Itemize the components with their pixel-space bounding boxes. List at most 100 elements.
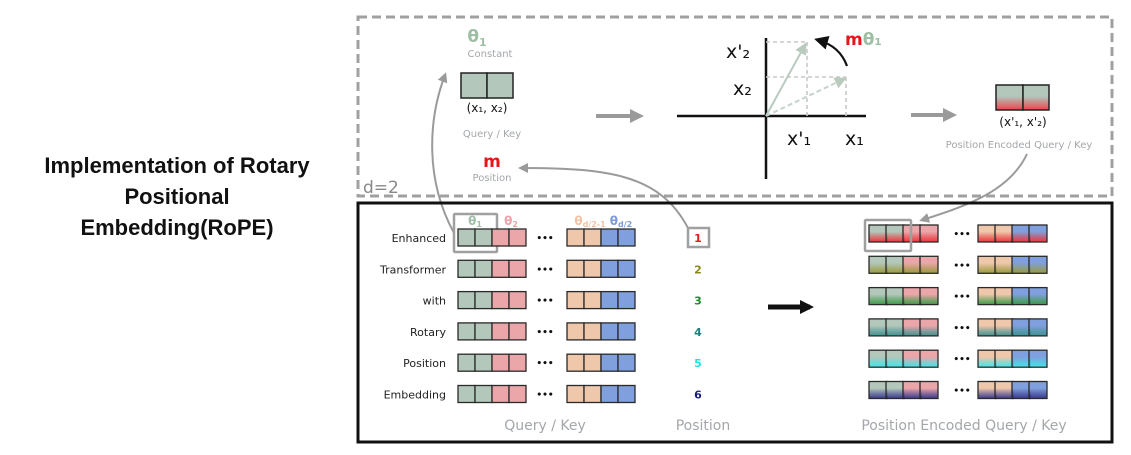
- encoded-cell: [994, 286, 1014, 306]
- position-number-5: 5: [694, 357, 702, 370]
- encoded-cell: [1028, 224, 1048, 243]
- encoded-cell: [902, 255, 922, 274]
- encoded-row: •••: [868, 349, 1048, 368]
- position-number-2: 2: [694, 263, 702, 276]
- embedding-cell: [508, 353, 527, 372]
- encoded-rows: ••••••••••••••••••: [868, 224, 1048, 400]
- m-symbol: m: [483, 152, 501, 172]
- encoded-cell: [977, 349, 997, 368]
- embedding-cell: [508, 322, 527, 341]
- embedding-cell: [491, 259, 510, 278]
- encoded-cell: [994, 255, 1014, 274]
- embedding-cell: [474, 290, 493, 310]
- encoded-cell: [977, 255, 997, 274]
- encoded-cell: [1011, 380, 1031, 400]
- encoded-cell: [885, 286, 905, 306]
- original-vector: [765, 77, 847, 117]
- embedding-cell: [491, 384, 510, 404]
- query-key-rows: Enhanced•••Transformer•••with•••Rotary••…: [379, 228, 636, 404]
- encoded-cell: [994, 224, 1014, 243]
- embedding-cell: [457, 353, 476, 372]
- output-pair-cells: [995, 84, 1050, 111]
- embedding-cell: [583, 353, 602, 372]
- encoded-cell: [1011, 286, 1031, 306]
- embedding-cell: [566, 353, 585, 372]
- encoded-cell: [1011, 255, 1031, 274]
- encoded-cell: [994, 380, 1014, 400]
- encoded-row: •••: [868, 380, 1048, 400]
- encoded-cell: [868, 224, 888, 243]
- token-word: Embedding: [384, 389, 446, 402]
- ellipsis: •••: [536, 391, 553, 401]
- output-pair-label: (x'₁, x'₂): [999, 115, 1046, 129]
- query-key-row: •••: [457, 322, 636, 341]
- encoded-cell: [1011, 224, 1031, 243]
- embedding-cell: [600, 322, 619, 341]
- query-key-row: •••: [457, 228, 636, 247]
- rotation-arrow: [814, 36, 849, 67]
- encoded-theta1-highlight-box: [863, 218, 913, 253]
- encoded-cell: [868, 318, 888, 337]
- encoded-cell: [885, 349, 905, 368]
- ellipsis: •••: [953, 230, 970, 240]
- embedding-cell: [600, 228, 619, 247]
- ellipsis: •••: [953, 261, 970, 271]
- theta-header-4: θd/2: [610, 214, 632, 229]
- encoded-cell: [1028, 380, 1048, 400]
- cell-x1-prime: [995, 84, 1024, 111]
- theta-header-1: θ1: [468, 214, 482, 229]
- ellipsis: •••: [536, 265, 553, 275]
- query-key-row: •••: [457, 384, 636, 404]
- encoded-cell: [994, 349, 1014, 368]
- position-1-highlight-box: [686, 226, 711, 249]
- encoded-row: •••: [868, 224, 1048, 243]
- token-word: Position: [403, 357, 446, 370]
- embedding-cell: [566, 384, 585, 404]
- embedding-cell: [457, 228, 476, 247]
- token-word: with: [423, 295, 446, 308]
- embedding-cell: [474, 353, 493, 372]
- axis-label-x2: x₂: [733, 78, 752, 100]
- encoded-label-bottom: Position Encoded Query / Key: [861, 418, 1066, 434]
- encoded-cell: [868, 286, 888, 306]
- embedding-cell: [617, 259, 636, 278]
- cell-x2-prime: [1022, 84, 1050, 111]
- encoded-row: •••: [868, 318, 1048, 337]
- encoded-cell: [919, 318, 939, 337]
- title-line-3: Embedding(RoPE): [80, 215, 274, 240]
- encoded-cell: [994, 318, 1014, 337]
- embedding-cell: [583, 290, 602, 310]
- page-title: Implementation of Rotary Positional Embe…: [0, 150, 354, 243]
- embedding-cell: [457, 290, 476, 310]
- embedding-cell: [474, 384, 493, 404]
- encoded-cell: [977, 286, 997, 306]
- embedding-cell: [566, 290, 585, 310]
- token-word: Rotary: [410, 326, 446, 339]
- theta-header-2: θ2: [504, 214, 518, 229]
- embedding-cell: [600, 353, 619, 372]
- embedding-cell: [600, 259, 619, 278]
- encoded-cell: [1011, 349, 1031, 368]
- bottom-panel-frame: [356, 201, 1114, 444]
- encoded-cell: [868, 255, 888, 274]
- ellipsis: •••: [953, 387, 970, 397]
- encoded-cell: [919, 349, 939, 368]
- output-label-top: Position Encoded Query / Key: [946, 140, 1093, 151]
- embedding-cell: [457, 384, 476, 404]
- embedding-cell: [474, 228, 493, 247]
- title-line-1: Implementation of Rotary: [44, 153, 310, 178]
- embedding-cell: [508, 259, 527, 278]
- constant-label: Constant: [468, 49, 513, 60]
- axis-label-x1-prime: x'₁: [787, 128, 811, 150]
- embedding-cell: [491, 290, 510, 310]
- embedding-cell: [583, 384, 602, 404]
- encoded-cell: [868, 349, 888, 368]
- title-line-2: Positional: [124, 184, 230, 209]
- rotation-label: mθ₁: [845, 30, 882, 50]
- position-label-top: Position: [473, 173, 512, 184]
- top-panel-frame: [356, 15, 1114, 198]
- cell-x2: [486, 72, 514, 99]
